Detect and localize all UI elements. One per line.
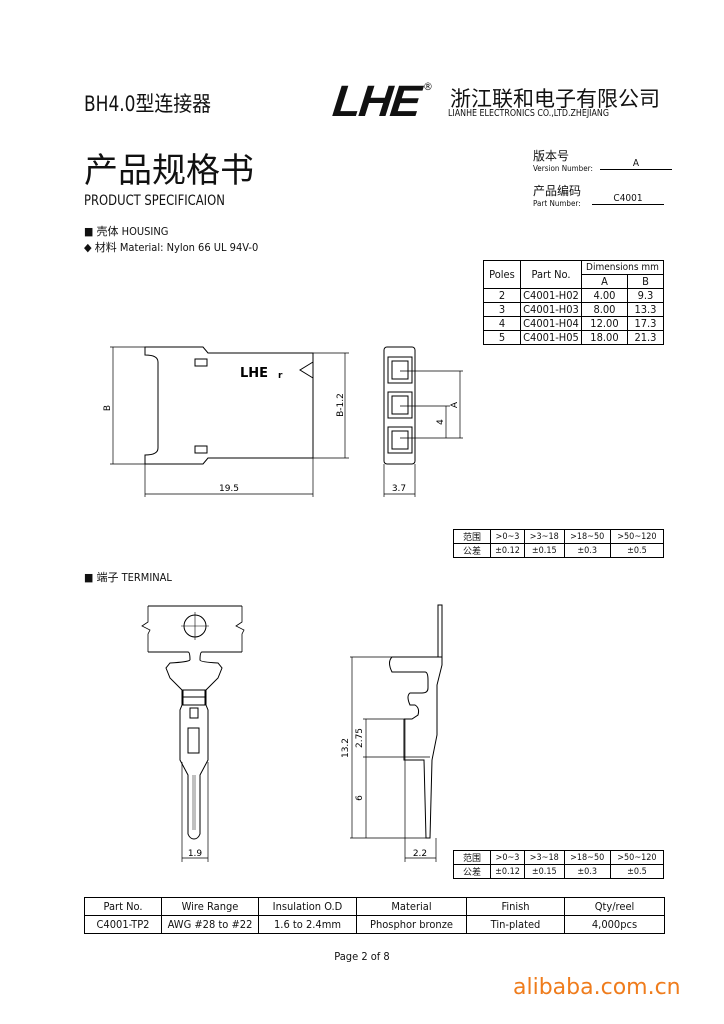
tolerance-cell: ±0.3 <box>563 864 611 879</box>
cell-finish: Tin-plated <box>466 915 565 934</box>
dim-lower-label: 6 <box>355 795 365 801</box>
tolerance-label: 公差 <box>453 864 491 879</box>
header-cell: Qty/reel <box>564 897 665 916</box>
table-row: C4001-TP2 AWG #28 to #22 1.6 to 2.4mm Ph… <box>84 915 665 934</box>
header-part-no: Part No. <box>520 260 582 289</box>
page-subtitle: PRODUCT SPECIFICAION <box>84 193 225 209</box>
dim-width-label: 3.7 <box>392 484 406 494</box>
housing-heading: ■ 壳体 HOUSING <box>84 225 169 238</box>
tolerance-cell: ±0.5 <box>609 543 665 558</box>
dim-pitch-label: 4 <box>436 419 446 425</box>
header-cell: Finish <box>466 897 565 916</box>
range-cell: >18~50 <box>563 529 611 544</box>
page-number: Page 2 of 8 <box>334 950 390 963</box>
range-cell: >0~3 <box>490 529 525 544</box>
housing-material: ◆ 材料 Material: Nylon 66 UL 94V-0 <box>84 241 259 254</box>
dim-b-label: B <box>103 405 113 411</box>
cell-a: 18.00 <box>581 330 628 345</box>
header-poles: Poles <box>483 260 521 289</box>
cell-material: Phosphor bronze <box>356 915 467 934</box>
terminal-spec-table: Part No. Wire Range Insulation O.D Mater… <box>84 897 665 934</box>
dim-length-label: 19.5 <box>219 484 239 494</box>
model-title: BH4.0型连接器 <box>84 92 212 116</box>
range-label: 范围 <box>453 850 491 865</box>
range-cell: >50~120 <box>609 529 665 544</box>
housing-logo: LHE <box>240 366 268 381</box>
version-value: A <box>600 158 672 170</box>
version-label-en: Version Number: <box>533 164 593 173</box>
cell-part-no: C4001-H05 <box>520 330 582 345</box>
range-cell: >0~3 <box>490 850 525 865</box>
cell-qty: 4,000pcs <box>564 915 665 934</box>
header-cell: Material <box>356 897 467 916</box>
cell-part-no: C4001-H02 <box>520 288 582 303</box>
housing-front-view: LHE r B B-1.2 19.5 <box>103 346 349 497</box>
version-label-cn: 版本号 <box>533 149 570 163</box>
tolerance-cell: ±0.3 <box>563 543 611 558</box>
tolerance-cell: ±0.5 <box>609 864 665 879</box>
part-label-cn: 产品编码 <box>533 184 582 198</box>
range-cell: >3~18 <box>523 529 565 544</box>
cell-a: 12.00 <box>581 316 628 331</box>
tolerance-cell: ±0.12 <box>490 543 525 558</box>
table-header-row: Part No. Wire Range Insulation O.D Mater… <box>84 897 665 916</box>
range-label: 范围 <box>453 529 491 544</box>
cell-insulation: 1.6 to 2.4mm <box>258 915 357 934</box>
cell-b: 17.3 <box>626 316 665 331</box>
registered-mark: ® <box>423 80 433 93</box>
header-cell: Wire Range <box>161 897 259 916</box>
dim-front-width-label: 1.9 <box>188 849 203 859</box>
tolerance-label: 公差 <box>453 543 491 558</box>
cell-b: 21.3 <box>626 330 665 345</box>
part-label-en: Part Number: <box>533 199 581 208</box>
dim-total-label: 13.2 <box>341 738 351 758</box>
company-name-en: LIANHE ELECTRONICS CO.,LTD.ZHEJIANG <box>448 108 609 119</box>
header-cell: Insulation O.D <box>258 897 357 916</box>
dim-side-width-label: 2.2 <box>413 849 427 859</box>
cell-part-no: C4001-TP2 <box>84 915 162 934</box>
cell-b: 13.3 <box>626 302 665 317</box>
watermark: alibaba.com.cn <box>513 975 681 1000</box>
tolerance-cell: ±0.15 <box>523 543 565 558</box>
tolerance-cell: ±0.12 <box>490 864 525 879</box>
dim-upper-label: 2.75 <box>355 728 365 748</box>
tolerance-table-terminal: 范围>0~3>3~18>18~50>50~120 公差±0.12±0.15±0.… <box>453 850 665 879</box>
housing-side-view: A 4 3.7 <box>383 346 463 497</box>
housing-mark: r <box>278 371 283 381</box>
company-name-cn: 浙江联和电子有限公司 <box>450 87 660 111</box>
dim-a-label: A <box>450 401 460 408</box>
header-cell: Part No. <box>84 897 162 916</box>
cell-part-no: C4001-H04 <box>520 316 582 331</box>
range-cell: >18~50 <box>563 850 611 865</box>
page-title: 产品规格书 <box>84 151 254 191</box>
terminal-front-view: 1.9 <box>141 605 245 862</box>
terminal-heading: ■ 端子 TERMINAL <box>84 571 172 584</box>
tolerance-cell: ±0.15 <box>523 864 565 879</box>
range-cell: >50~120 <box>609 850 665 865</box>
dim-b-minus-label: B-1.2 <box>336 393 346 417</box>
range-cell: >3~18 <box>523 850 565 865</box>
tolerance-table-housing: 范围>0~3>3~18>18~50>50~120 公差±0.12±0.15±0.… <box>453 529 665 558</box>
cell-wire-range: AWG #28 to #22 <box>161 915 259 934</box>
cell-part-no: C4001-H03 <box>520 302 582 317</box>
terminal-side-view: 13.2 2.75 6 2.2 <box>341 604 443 862</box>
part-value: C4001 <box>592 193 664 205</box>
